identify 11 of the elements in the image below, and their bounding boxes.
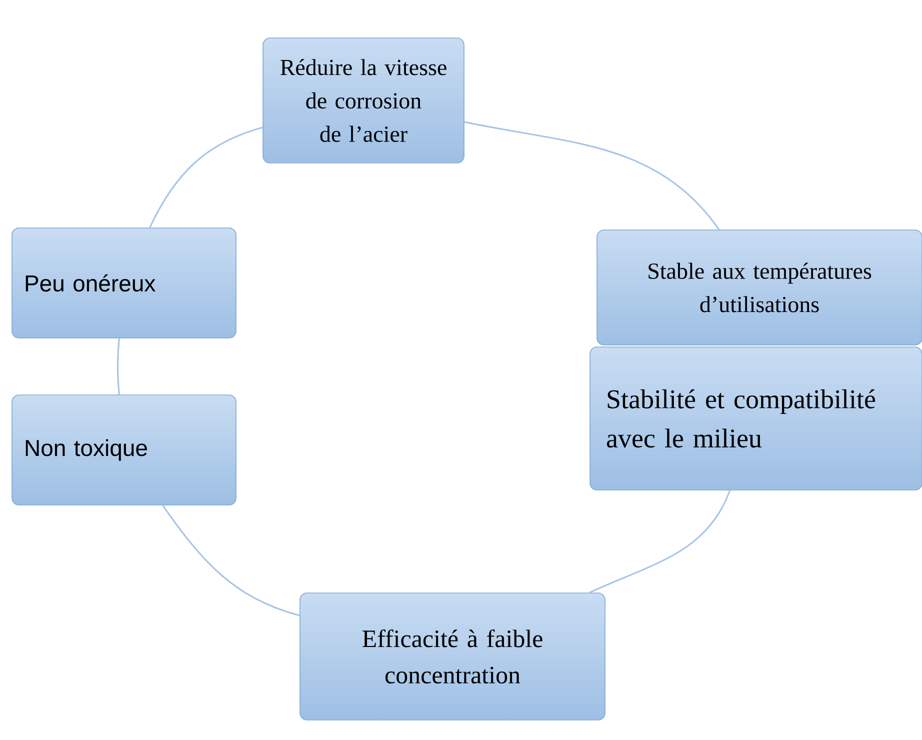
- process-box: Stabilité et compatibilité avec le milieu: [590, 346, 922, 490]
- ring-line: [589, 490, 731, 594]
- ring-line: [464, 121, 720, 230]
- process-box: Non toxique: [12, 394, 236, 506]
- process-box: Peu onéreux: [12, 228, 236, 338]
- ring-line: [149, 126, 263, 228]
- process-box: Efficacité à faible concentration: [300, 592, 606, 720]
- ring-line: [116, 338, 120, 395]
- process-box: Stable aux températures d’utilisations: [596, 230, 922, 346]
- process-box: Réduire la vitesse de corrosion de l’acier: [262, 38, 464, 164]
- ring-line: [162, 504, 300, 616]
